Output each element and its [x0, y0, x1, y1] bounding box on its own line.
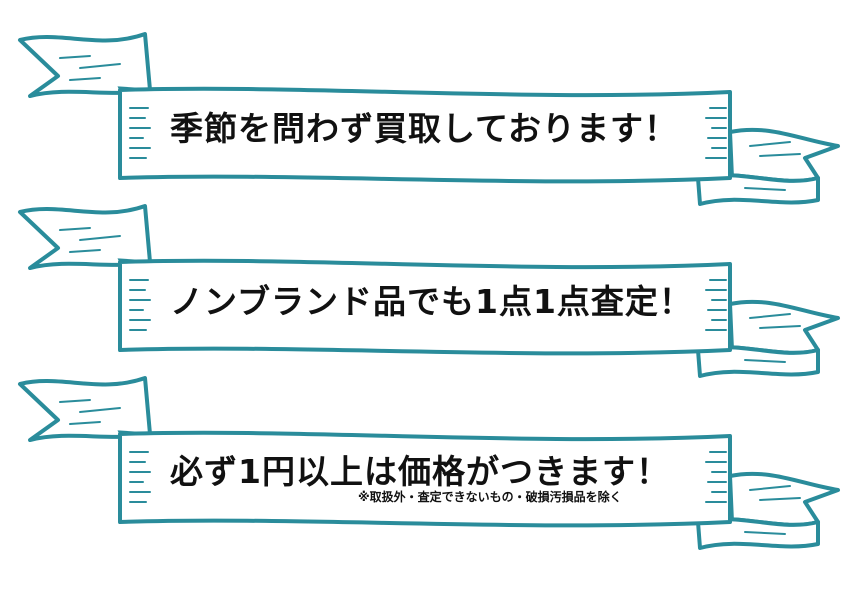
banner-3-text: 必ず1円以上は価格がつきます！ [170, 452, 670, 491]
banner-2-text: ノンブランド品でも1点1点査定！ [170, 282, 693, 321]
banner-1-text: 季節を問わず買取しております！ [170, 109, 679, 148]
banner-3-note: ※取扱外・査定できないもの・破損汚損品を除く [358, 490, 622, 504]
